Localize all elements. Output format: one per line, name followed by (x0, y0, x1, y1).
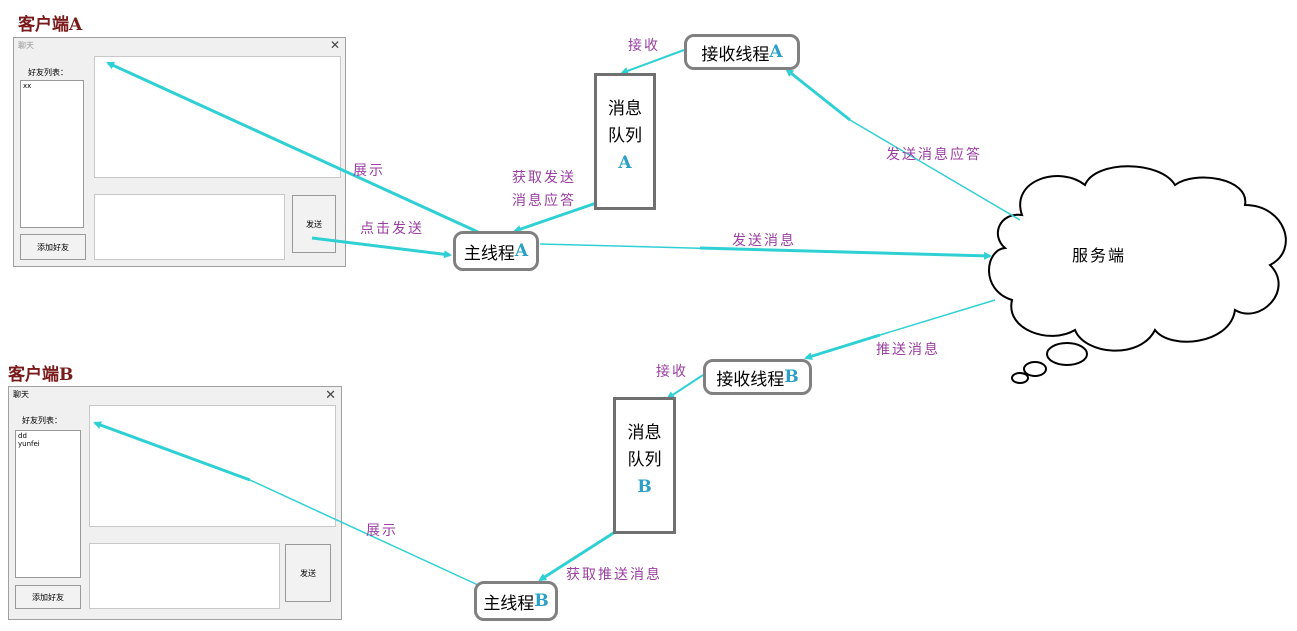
message-input[interactable] (94, 194, 285, 260)
arrow-queue-main-a (513, 198, 606, 233)
label-get-resp-a-2: 消息应答 (512, 193, 576, 209)
add-friend-button[interactable]: 添加好友 (15, 585, 81, 609)
client-b-title: 客户端B (8, 365, 74, 385)
main-thread-a-suffix: A (514, 241, 529, 261)
main-thread-b-label: 主线程 (483, 593, 535, 614)
window-title: 聊天 (18, 41, 34, 50)
friends-label: 好友列表： (22, 416, 62, 425)
arrow-send-resp-head (785, 68, 851, 122)
arrow-show-b-head (93, 421, 251, 482)
arrow-queue-main-b (538, 530, 616, 582)
label-click-send: 点击发送 (360, 221, 424, 237)
label-show-a: 展示 (353, 163, 385, 179)
chat-window-b: 聊天 ✕ 好友列表： dd yunfei 添加好友 发送 (8, 386, 342, 620)
message-queue-b: 消息 队列 B (613, 397, 676, 534)
label-send-msg: 发送消息 (732, 233, 796, 249)
queue-b-line2: 队列 (627, 450, 662, 470)
message-queue-a: 消息 队列 A (594, 73, 656, 210)
label-show-b: 展示 (366, 523, 398, 539)
server-cloud (988, 165, 1287, 384)
label-get-resp-a-1: 获取发送 (512, 170, 576, 186)
recv-thread-a-suffix: A (769, 42, 783, 62)
recv-thread-a-label: 接收线程 (701, 44, 770, 65)
queue-a-line1: 消息 (608, 99, 642, 119)
arrow-push-msg-head (804, 333, 881, 361)
friends-list[interactable]: dd yunfei (15, 430, 81, 578)
add-friend-button[interactable]: 添加好友 (20, 234, 86, 260)
label-send-resp: 发送消息应答 (886, 147, 982, 163)
client-a-title: 客户端A (18, 15, 83, 35)
recv-thread-b-suffix: B (784, 367, 799, 387)
arrow-show-b (249, 479, 479, 586)
label-recv-b: 接收 (656, 364, 688, 380)
list-item[interactable]: dd (18, 432, 27, 440)
arrow-recv-b (666, 374, 704, 400)
close-icon[interactable]: ✕ (325, 388, 336, 403)
arrow-push-msg (879, 299, 996, 336)
message-input[interactable] (89, 543, 280, 609)
main-thread-b-suffix: B (534, 591, 549, 611)
recv-thread-b-label: 接收线程 (716, 369, 785, 390)
queue-b-line1: 消息 (627, 423, 662, 443)
window-title: 聊天 (13, 390, 29, 399)
main-thread-a-label: 主线程 (463, 243, 515, 264)
server-label: 服务端 (1072, 246, 1127, 265)
label-push-msg: 推送消息 (876, 342, 940, 358)
list-item[interactable]: yunfei (18, 440, 40, 448)
arrow-click-send (311, 236, 452, 259)
queue-b-suffix: B (637, 477, 652, 497)
close-icon[interactable]: ✕ (329, 38, 340, 52)
queue-a-line2: 队列 (608, 126, 642, 146)
arrow-show-a (106, 61, 479, 234)
arrow-recv-a (620, 49, 685, 75)
send-button[interactable]: 发送 (292, 195, 336, 253)
label-get-push-b: 获取推送消息 (566, 567, 662, 583)
arrow-send-msg-head (699, 246, 992, 260)
list-item[interactable]: xx (23, 82, 32, 90)
label-recv-a: 接收 (628, 38, 660, 54)
send-button[interactable]: 发送 (285, 544, 331, 602)
friends-label: 好友列表： (28, 68, 68, 77)
queue-a-suffix: A (618, 153, 632, 173)
friends-list[interactable]: xx (20, 80, 84, 228)
arrow-send-resp (849, 119, 1021, 221)
